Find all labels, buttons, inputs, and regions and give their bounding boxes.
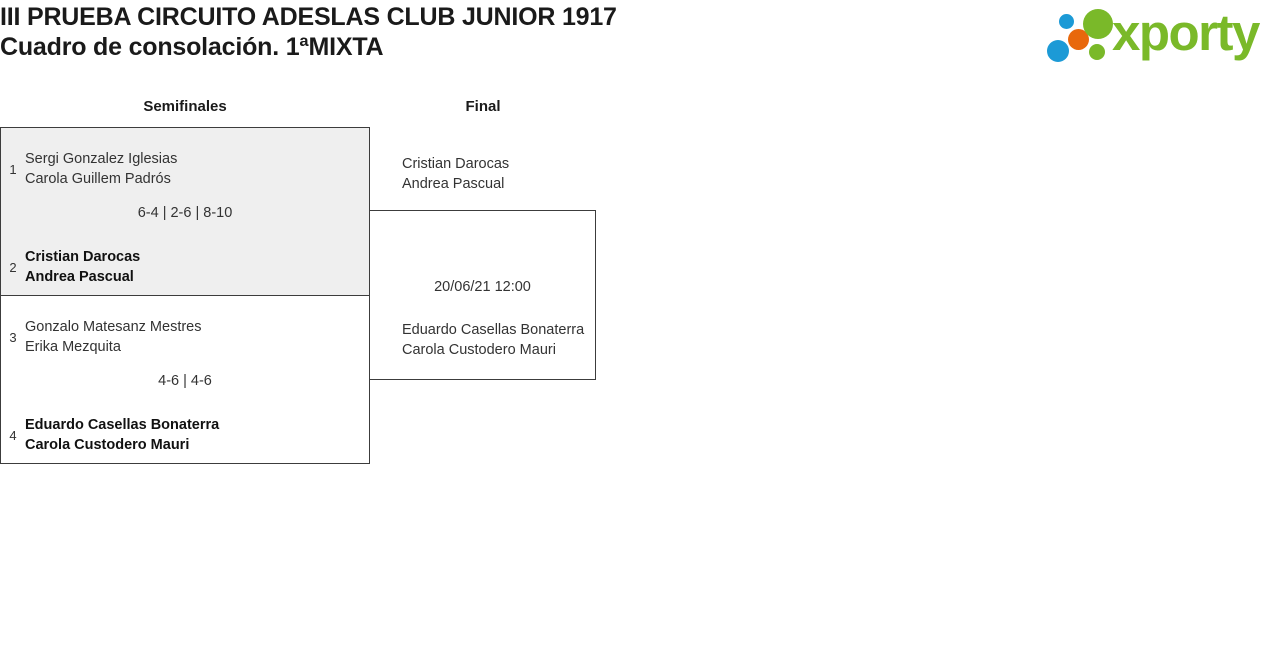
match-team-top[interactable]: 1 Sergi Gonzalez Iglesias Carola Guillem… xyxy=(1,150,369,189)
player-name: Eduardo Casellas Bonaterra xyxy=(402,322,585,338)
match-semifinal-2[interactable]: 3 Gonzalo Matesanz Mestres Erika Mezquit… xyxy=(0,295,370,464)
team-names: Gonzalo Matesanz Mestres Erika Mezquita xyxy=(25,318,369,357)
seed-number: 2 xyxy=(9,259,17,275)
seed-number: 1 xyxy=(9,161,17,177)
match-schedule: 20/06/21 12:00 xyxy=(434,279,531,295)
tournament-title: III PRUEBA CIRCUITO ADESLAS CLUB JUNIOR … xyxy=(0,3,617,31)
page-title: III PRUEBA CIRCUITO ADESLAS CLUB JUNIOR … xyxy=(0,2,900,62)
logo-dot-blue-large-icon xyxy=(1047,40,1069,62)
match-team-top[interactable]: 3 Gonzalo Matesanz Mestres Erika Mezquit… xyxy=(1,318,369,357)
seed-number: 4 xyxy=(9,427,17,443)
round-header-semifinales: Semifinales xyxy=(143,98,227,115)
match-score: 6-4 | 2-6 | 8-10 xyxy=(137,205,233,221)
logo-dot-blue-small-icon xyxy=(1059,14,1074,29)
seed-number: 3 xyxy=(9,329,17,345)
match-team-top[interactable]: Cristian Darocas Andrea Pascual xyxy=(370,155,595,194)
player-name: Cristian Darocas xyxy=(402,156,510,172)
team-names: Cristian Darocas Andrea Pascual xyxy=(394,155,595,194)
logo-wordmark: xporty xyxy=(1112,4,1260,61)
xporty-logo[interactable]: xporty xyxy=(1040,4,1272,65)
team-names: Eduardo Casellas Bonaterra Carola Custod… xyxy=(25,416,369,455)
team-names: Eduardo Casellas Bonaterra Carola Custod… xyxy=(394,321,595,360)
page-header: III PRUEBA CIRCUITO ADESLAS CLUB JUNIOR … xyxy=(0,0,1280,78)
bracket: 1 Sergi Gonzalez Iglesias Carola Guillem… xyxy=(0,127,596,464)
player-name: Carola Custodero Mauri xyxy=(25,436,190,453)
match-score: 4-6 | 4-6 xyxy=(158,373,212,389)
draw-subtitle: Cuadro de consolación. 1ªMIXTA xyxy=(0,33,384,61)
player-name: Carola Custodero Mauri xyxy=(402,341,556,358)
player-name: Cristian Darocas xyxy=(25,249,141,265)
logo-dot-green-small-icon xyxy=(1089,44,1105,60)
match-final[interactable]: Cristian Darocas Andrea Pascual 20/06/21… xyxy=(369,156,596,380)
team-names: Cristian Darocas Andrea Pascual xyxy=(25,248,369,287)
match-team-bottom[interactable]: 2 Cristian Darocas Andrea Pascual xyxy=(1,248,369,287)
player-name: Eduardo Casellas Bonaterra xyxy=(25,417,220,433)
logo-dot-green-large-icon xyxy=(1083,9,1113,39)
player-name: Sergi Gonzalez Iglesias xyxy=(25,151,178,167)
match-team-bottom[interactable]: Eduardo Casellas Bonaterra Carola Custod… xyxy=(370,321,595,360)
logo-dots-icon xyxy=(1045,7,1117,63)
team-names: Sergi Gonzalez Iglesias Carola Guillem P… xyxy=(25,150,369,189)
match-team-bottom[interactable]: 4 Eduardo Casellas Bonaterra Carola Cust… xyxy=(1,416,369,455)
player-name: Andrea Pascual xyxy=(25,268,134,285)
logo-dot-orange-icon xyxy=(1068,29,1089,50)
player-name: Andrea Pascual xyxy=(402,175,505,192)
round-header-final: Final xyxy=(465,98,501,115)
player-name: Carola Guillem Padrós xyxy=(25,170,171,187)
match-semifinal-1[interactable]: 1 Sergi Gonzalez Iglesias Carola Guillem… xyxy=(0,127,370,296)
player-name: Erika Mezquita xyxy=(25,338,121,355)
player-name: Gonzalo Matesanz Mestres xyxy=(25,319,202,335)
